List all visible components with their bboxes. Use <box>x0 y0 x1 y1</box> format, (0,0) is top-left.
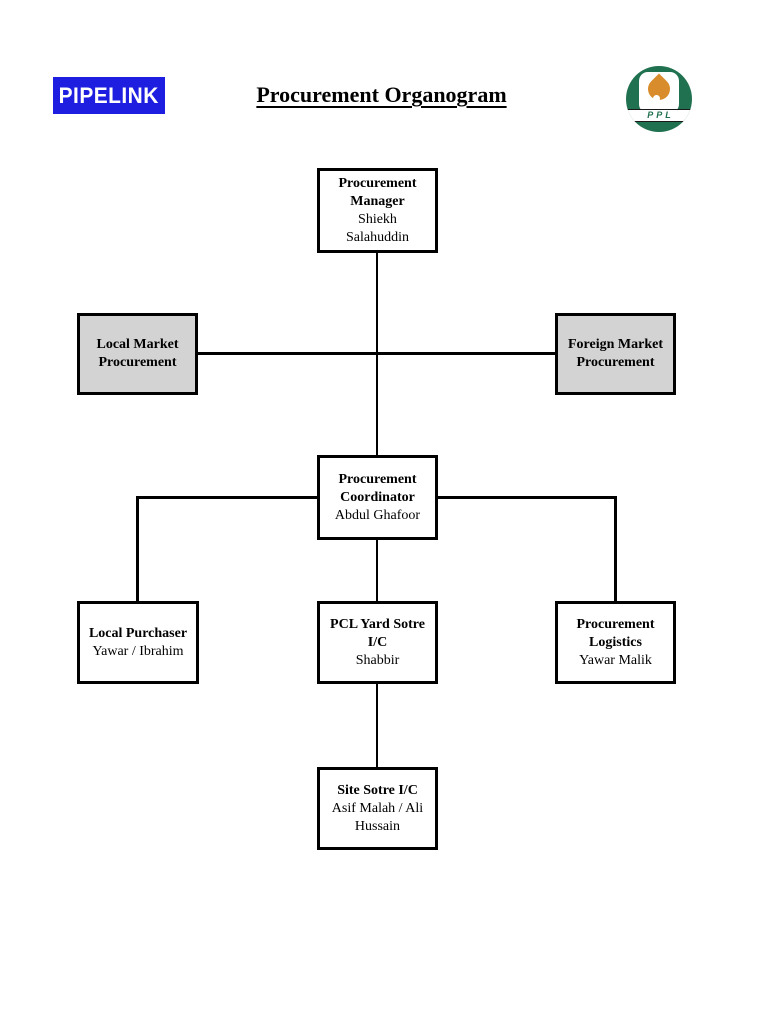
node-person: Abdul Ghafoor <box>334 507 421 523</box>
org-node-procurement-coordinator: Procurement Coordinator Abdul Ghafoor <box>317 455 438 540</box>
node-role: Site Sotre I/C <box>337 782 418 798</box>
connector-coordinator-to-pcl-yard <box>376 540 378 601</box>
connector-coordinator-to-logistics-vertical <box>614 496 617 601</box>
node-person: Shabbir <box>355 652 400 668</box>
pipelink-logo: PIPELINK <box>53 77 165 114</box>
org-node-procurement-manager: Procurement Manager Shiekh Salahuddin <box>317 168 438 253</box>
page-title: Procurement Organogram <box>256 82 507 107</box>
oil-drop-highlight <box>653 95 660 102</box>
ppl-logo-text: PPL <box>647 110 674 120</box>
ppl-company-logo: PPL <box>626 66 692 132</box>
connector-pcl-yard-to-site-store <box>376 684 378 767</box>
node-role: Foreign Market Procurement <box>568 337 663 370</box>
node-person: Asif Malah / Ali Hussain <box>331 800 424 834</box>
pipelink-logo-text: PIPELINK <box>58 82 160 108</box>
org-node-foreign-market-procurement: Foreign Market Procurement <box>555 313 676 395</box>
node-role: Local Market Procurement <box>96 337 179 370</box>
org-node-local-purchaser: Local Purchaser Yawar / Ibrahim <box>77 601 199 684</box>
connector-market-row <box>198 352 555 355</box>
node-person: Shiekh Salahuddin <box>346 211 409 245</box>
node-role: PCL Yard Sotre I/C <box>330 616 425 650</box>
connector-coordinator-to-purchaser-vertical <box>136 496 139 601</box>
connector-coordinator-to-logistics-horizontal <box>438 496 617 499</box>
node-role: Local Purchaser <box>88 625 188 641</box>
org-node-site-store: Site Sotre I/C Asif Malah / Ali Hussain <box>317 767 438 850</box>
node-role: Procurement Manager <box>338 175 417 209</box>
node-role: Procurement Coordinator <box>338 471 417 505</box>
connector-coordinator-to-purchaser-horizontal <box>136 496 317 499</box>
ppl-logo-banner: PPL <box>626 109 692 122</box>
org-node-procurement-logistics: Procurement Logistics Yawar Malik <box>555 601 676 684</box>
node-role: Procurement Logistics <box>576 616 655 650</box>
org-node-local-market-procurement: Local Market Procurement <box>77 313 198 395</box>
org-node-pcl-yard-store: PCL Yard Sotre I/C Shabbir <box>317 601 438 684</box>
node-person: Yawar / Ibrahim <box>92 643 184 659</box>
node-person: Yawar Malik <box>579 652 652 668</box>
